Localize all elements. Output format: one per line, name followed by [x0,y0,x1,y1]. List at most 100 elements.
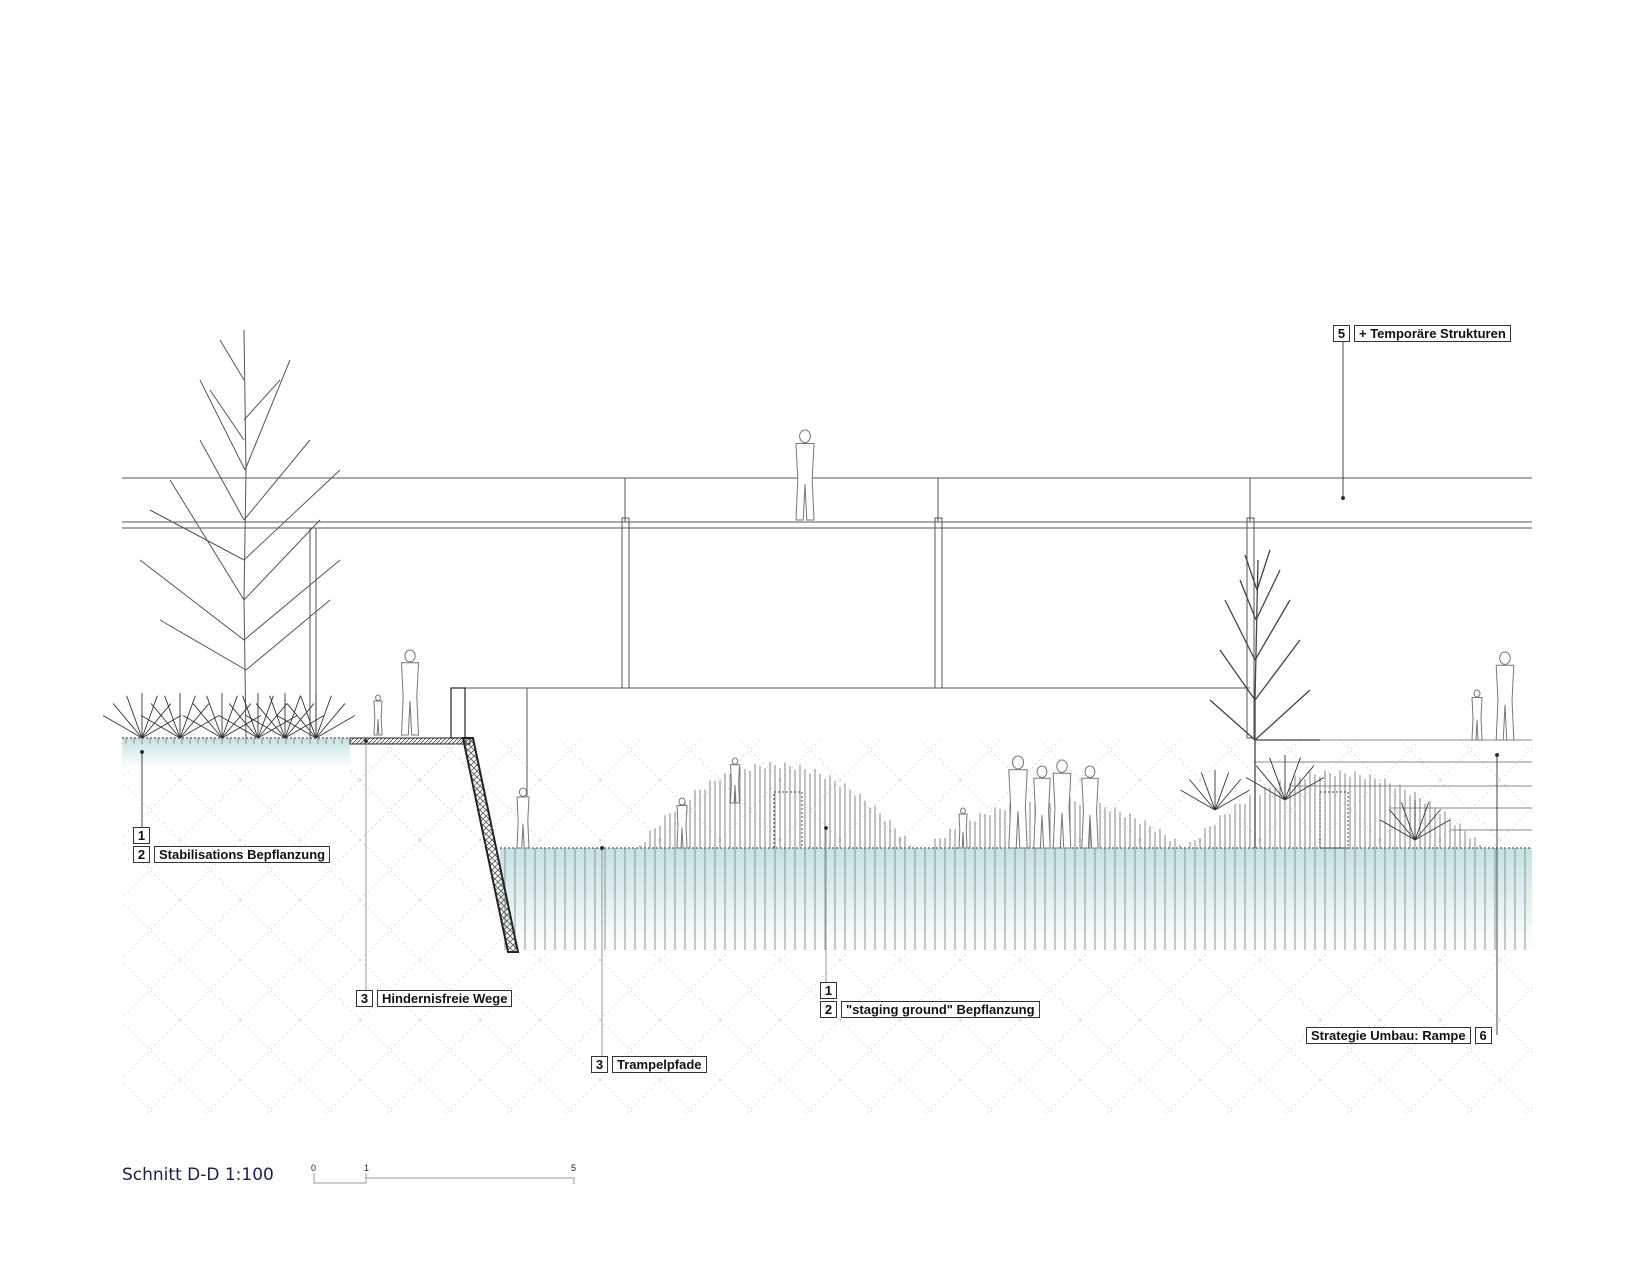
shrub-branch [1180,789,1216,811]
person-adult [400,662,420,736]
shrub-branch [1200,772,1216,811]
shrub-branch [221,695,238,739]
shrub-branch [255,703,286,739]
scale-bar [313,1173,575,1184]
person-child-ramp [1473,689,1481,698]
callout-number: 6 [1474,1027,1492,1044]
callout-trampelpfade: 3 Trampelpfade [591,1056,707,1073]
gabion-block [773,791,803,849]
callout-number: 3 [356,990,373,1007]
person-child [373,700,383,736]
person-child-arms-out [960,807,966,815]
callout-hindernisfreie-wege: 3 Hindernisfreie Wege [356,990,513,1007]
shrub-branch [1284,765,1315,801]
callout-text: + Temporäre Strukturen [1354,325,1511,342]
shrub-branch [126,695,143,739]
elevated-walkway [122,477,1532,848]
left-water-band [122,738,350,768]
shrub-branch [228,703,259,739]
shrub-branch [257,715,298,739]
person-group [1033,777,1051,849]
shrub-branch [1245,777,1286,801]
person-adult-ramp [1495,664,1515,741]
shrub-branch [315,715,356,739]
shrub-branch [1414,809,1442,841]
shrub-branch [1388,809,1416,841]
callout-temporaere-strukturen: 5 + Temporäre Strukturen [1333,325,1511,342]
person-group [1008,769,1028,849]
shrub-branch [269,695,286,739]
person-walking-bridge [799,429,811,444]
callout-text: "staging ground" Bepflanzung [841,1001,1040,1018]
shrub-branch [179,715,220,739]
shrub-branch [1400,802,1416,841]
shrub-branch [112,703,143,739]
root-lines [125,738,1526,950]
shrub-branch [300,695,317,739]
main-water-band [500,848,1532,953]
shrub-branch [179,703,210,739]
shrubs [102,693,1450,841]
shrub-branch [1255,765,1286,801]
scale-tick-label: 5 [571,1163,577,1173]
shrub-branch [1284,757,1301,801]
shrub-branch [1269,757,1286,801]
person-child [375,694,381,702]
callout-stabilisations-bepflanzung: 1 2 Stabilisations Bepflanzung [133,827,331,863]
wall-post [450,687,466,739]
callout-number: 3 [591,1056,608,1073]
gabion-block [1319,791,1349,849]
person-group [1036,765,1048,778]
shrub-branch [1284,777,1325,801]
shrub-branch [284,715,325,739]
callout-number: 5 [1333,325,1350,342]
shrub-branch [192,703,223,739]
callout-text: Hindernisfreie Wege [377,990,513,1007]
shrub-branch [315,703,346,739]
person-group [1011,755,1025,770]
shrub-branch [284,695,301,739]
tree-large-left [139,329,341,739]
person-on-mound [678,797,686,806]
callout-staging-ground-bepflanzung: 1 2 "staging ground" Bepflanzung [820,982,1040,1018]
shrub-branch [1214,772,1230,811]
person-child-arms-out [958,813,968,849]
tree-right [1209,549,1320,848]
shrub-branch [102,715,143,739]
person-on-mound [676,805,688,849]
shrub-branch [221,703,252,739]
shrub-branch [1414,819,1450,841]
callout-strategie-umbau-rampe: Strategie Umbau: Rampe 6 [1306,1027,1492,1044]
shrub-branch [1414,802,1430,841]
person-walking-bridge [795,443,815,521]
person-sitting [516,796,530,849]
person-child-ramp [1471,697,1483,741]
scale-tick-label: 0 [311,1163,317,1173]
callout-number: 2 [133,846,150,863]
person-group [1084,765,1096,778]
shrub-branch [141,715,182,739]
shrub-branch [257,695,274,739]
person-group [1081,777,1099,849]
person-adult-ramp [1499,651,1511,665]
callout-text: Strategie Umbau: Rampe [1306,1027,1471,1044]
callout-number: 1 [820,982,837,999]
person-climbing [729,764,741,804]
person-group [1052,772,1072,849]
shrub-branch [182,715,223,739]
shrub-branch [206,695,223,739]
shrub-branch [164,695,181,739]
callout-text: Trampelpfade [612,1056,707,1073]
person-adult [404,649,416,663]
shrub-branch [140,715,181,739]
shrub-branch [141,703,172,739]
shrub-branch [242,695,259,739]
shrub-branch [141,695,158,739]
shrub-branch [1380,819,1416,841]
shrub-branch [1188,779,1216,811]
shrub-branch [276,715,317,739]
shrub-branch [284,703,315,739]
drawing-title: Schnitt D-D 1:100 [122,1165,274,1185]
shrub-branch [179,695,196,739]
